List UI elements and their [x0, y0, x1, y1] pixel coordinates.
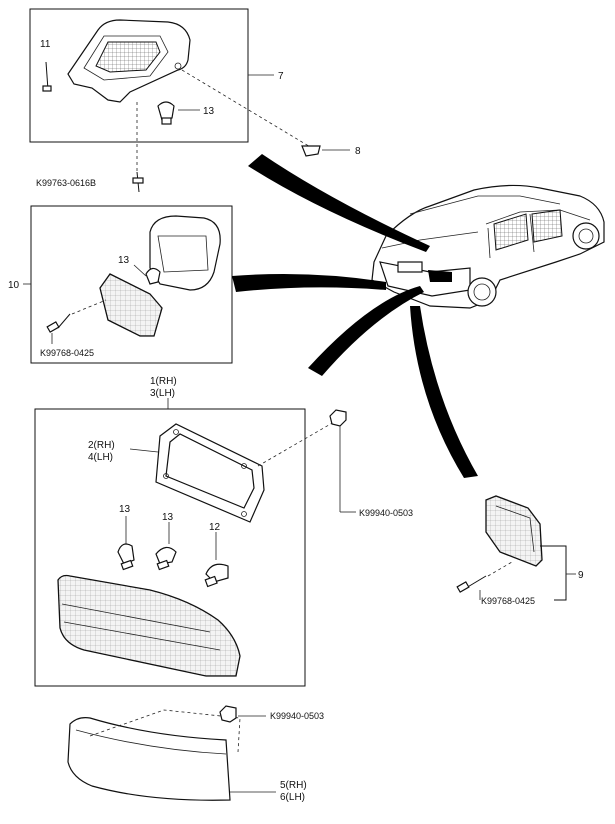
car-illustration	[371, 184, 605, 309]
license-lamp-box	[29, 8, 249, 143]
screw-k99763	[132, 171, 144, 193]
license-lamp-housing	[67, 19, 191, 103]
callout-2-rh: 2(RH)	[88, 440, 115, 451]
callout-11: 11	[40, 39, 51, 50]
backup-lamp-box	[30, 205, 233, 364]
callout-13-b: 13	[162, 512, 174, 523]
callout-1-rh: 1(RH)	[150, 376, 177, 387]
backup-lamp-group	[23, 205, 233, 364]
callout-13-a: 13	[119, 504, 131, 515]
callout-6-lh: 6(LH)	[280, 792, 305, 803]
callout-5-rh: 5(RH)	[280, 780, 307, 791]
callout-9: 9	[578, 570, 584, 581]
combination-lamp-box	[34, 408, 306, 687]
part-number-k99768-right: K99768-0425	[481, 596, 535, 606]
side-reflector-group	[456, 495, 576, 601]
license-lamp-group	[29, 8, 313, 172]
callout-12: 12	[209, 522, 221, 533]
nut-k99940-top	[329, 409, 356, 513]
callout-13-backup: 13	[118, 255, 130, 266]
part-number-k99940-bottom: K99940-0503	[270, 711, 324, 721]
bulb-13-license	[157, 101, 200, 125]
callout-10: 10	[8, 280, 20, 291]
bulb-13-b	[155, 522, 177, 571]
combination-lamp-group	[34, 398, 335, 687]
combination-lens	[57, 574, 241, 677]
part-number-k99768-left: K99768-0425	[40, 348, 94, 358]
callout-3-lh: 3(LH)	[150, 388, 175, 399]
callout-13-license: 13	[203, 106, 215, 117]
bulb-12	[204, 532, 229, 588]
callout-7: 7	[278, 71, 284, 82]
clip-8	[301, 145, 350, 157]
garnish-group	[67, 705, 276, 801]
gasket	[129, 423, 265, 523]
part-number-k99940-top: K99940-0503	[359, 508, 413, 518]
screw-11	[42, 61, 52, 92]
callout-4-lh: 4(LH)	[88, 452, 113, 463]
part-number-k99763: K99763-0616B	[36, 178, 96, 188]
bulb-13-a	[117, 516, 135, 571]
callout-8: 8	[355, 146, 361, 157]
leader-sweeps	[232, 154, 478, 478]
